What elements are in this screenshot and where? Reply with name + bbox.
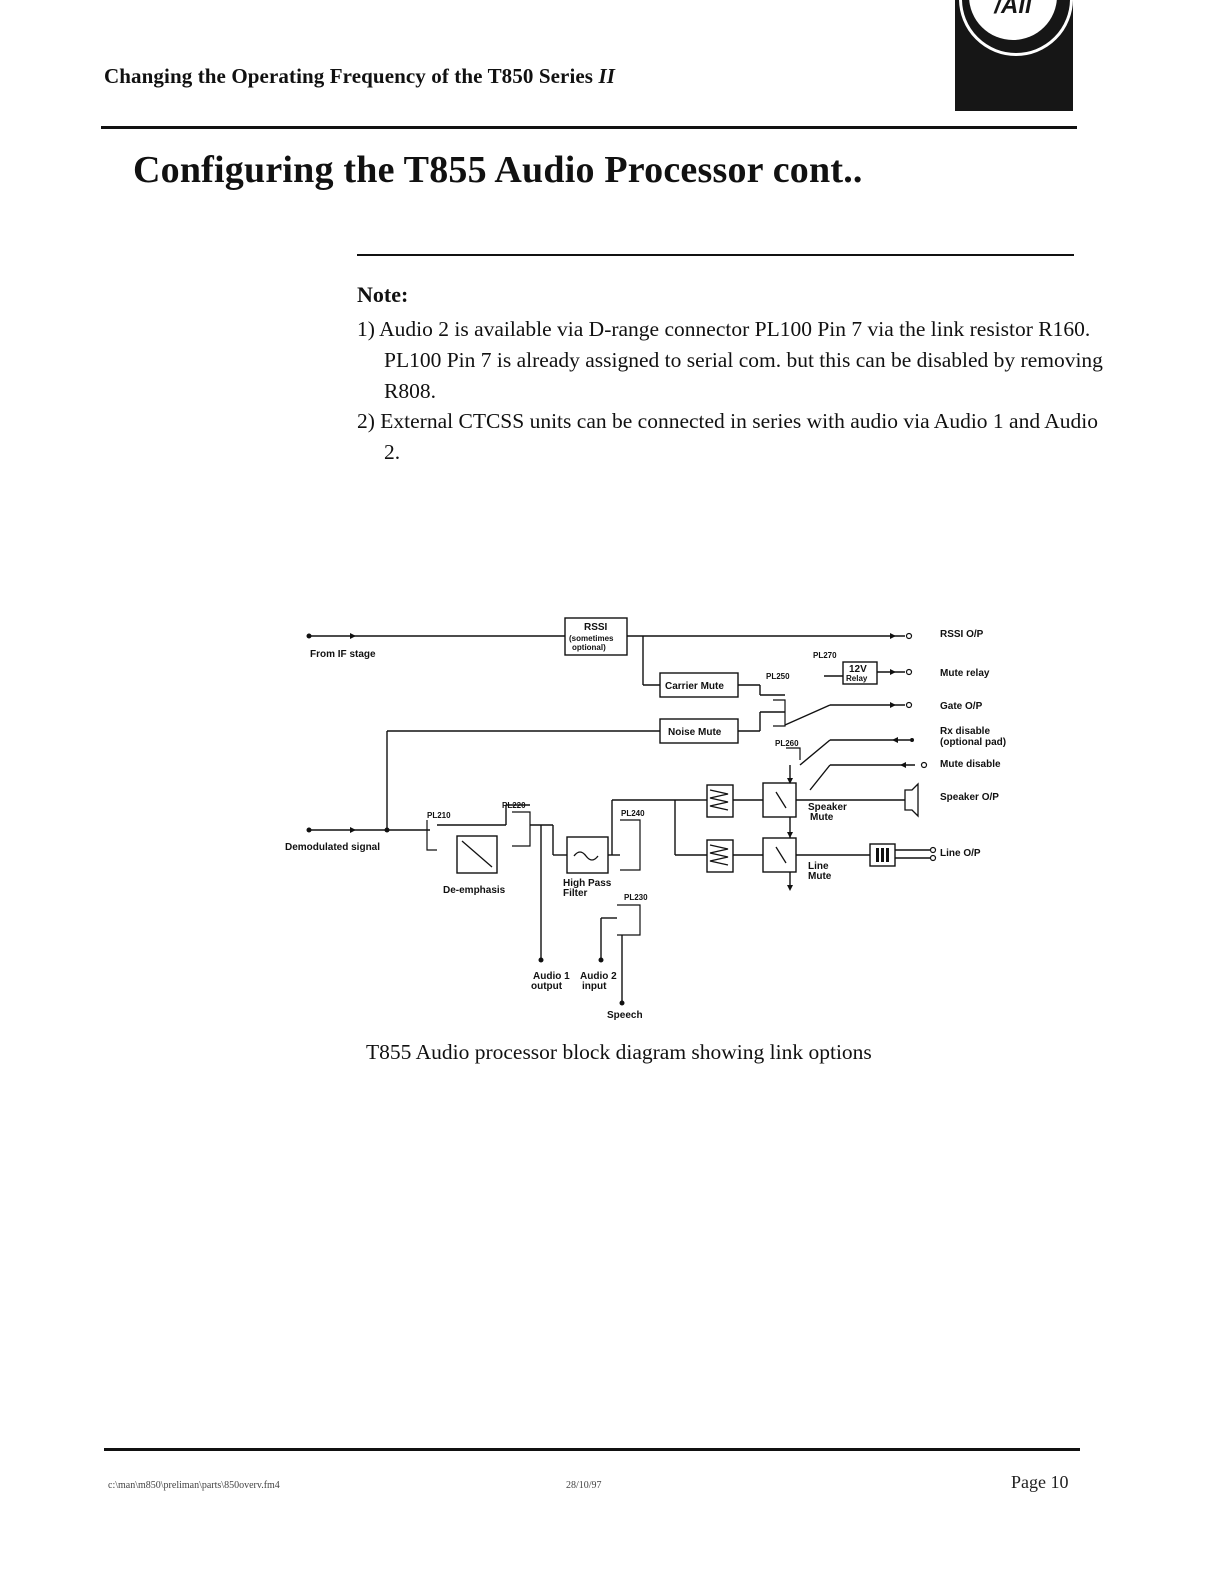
- link-pl250: PL250: [766, 672, 790, 681]
- note-rule: [357, 254, 1074, 256]
- logo-text: /All: [994, 0, 1032, 19]
- block-line-mute-1: Line: [808, 861, 829, 872]
- block-rssi: RSSI: [584, 622, 608, 633]
- label-audio2-2: input: [582, 981, 607, 992]
- block-speaker-mute-1: Speaker: [808, 802, 847, 813]
- link-pl260: PL260: [775, 739, 799, 748]
- footer-date: 28/10/97: [566, 1480, 602, 1491]
- label-from-if-stage: From IF stage: [310, 649, 376, 660]
- note-item-2: 2) External CTCSS units can be connected…: [357, 409, 1099, 464]
- header-title-text: Changing the Operating Frequency of the …: [104, 64, 594, 88]
- output-rx-disable-1: Rx disable: [940, 726, 990, 737]
- output-gate: Gate O/P: [940, 701, 983, 712]
- page-title: Configuring the T855 Audio Processor con…: [133, 149, 863, 191]
- footer-file-path: c:\man\m850\preliman\parts\850overv.fm4: [108, 1480, 280, 1491]
- label-demodulated-signal: Demodulated signal: [285, 842, 380, 853]
- label-audio2-1: Audio 2: [580, 971, 617, 982]
- output-rssi: RSSI O/P: [940, 629, 984, 640]
- block-line-mute-2: Mute: [808, 871, 832, 882]
- output-mute-relay: Mute relay: [940, 668, 990, 679]
- output-rx-disable-2: (optional pad): [940, 737, 1006, 748]
- block-relay-label: Relay: [846, 674, 868, 683]
- running-header: Changing the Operating Frequency of the …: [104, 64, 615, 89]
- block-relay-12v: 12V: [849, 664, 867, 675]
- block-carrier-mute: Carrier Mute: [665, 681, 724, 692]
- label-audio1-1: Audio 1: [533, 971, 570, 982]
- output-line: Line O/P: [940, 848, 981, 859]
- block-rssi-note-1: (sometimes: [569, 634, 614, 643]
- header-rule: [101, 126, 1077, 129]
- block-high-pass-2: Filter: [563, 888, 588, 899]
- link-pl210: PL210: [427, 811, 451, 820]
- figure-caption: T855 Audio processor block diagram showi…: [366, 1040, 872, 1064]
- block-speaker-mute-2: Mute: [810, 812, 834, 823]
- block-de-emphasis: De-emphasis: [443, 885, 506, 896]
- page-number: Page 10: [1011, 1472, 1069, 1492]
- note-item-1: 1) Audio 2 is available via D-range conn…: [357, 317, 1103, 403]
- audio-processor-block-diagram: From IF stage Demodulated signal RSSI (s…: [285, 617, 1006, 1021]
- block-noise-mute: Noise Mute: [668, 727, 722, 738]
- link-pl270: PL270: [813, 651, 837, 660]
- output-speaker: Speaker O/P: [940, 792, 999, 803]
- note-label: Note:: [357, 282, 409, 307]
- company-logo: /All: [955, 0, 1073, 111]
- label-speech: Speech: [607, 1010, 643, 1021]
- link-pl220: PL220: [502, 801, 526, 810]
- link-pl230: PL230: [624, 893, 648, 902]
- label-audio1-2: output: [531, 981, 563, 992]
- footer-rule: [104, 1448, 1080, 1451]
- block-high-pass-1: High Pass: [563, 878, 612, 889]
- block-rssi-note-2: optional): [572, 643, 606, 652]
- output-mute-disable: Mute disable: [940, 759, 1001, 770]
- link-pl240: PL240: [621, 809, 645, 818]
- header-series-suffix: II: [598, 64, 615, 88]
